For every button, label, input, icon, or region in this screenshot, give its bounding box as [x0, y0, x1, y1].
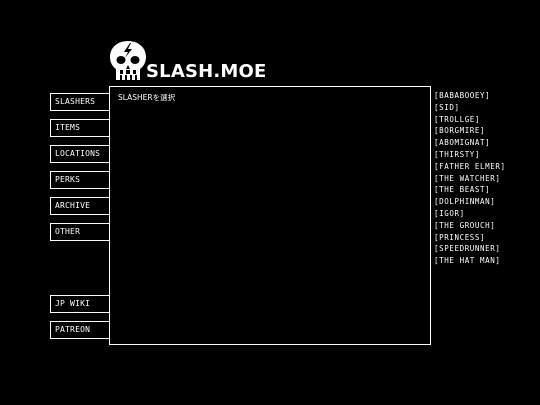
nav-item-slashers[interactable]: SLASHERS — [50, 93, 109, 111]
slasher-link[interactable]: [BABABOOEY] — [434, 91, 491, 100]
panel-title: SLASHERを選択 — [118, 93, 176, 102]
nav-item-archive[interactable]: ARCHIVE — [50, 197, 109, 215]
nav-item-items[interactable]: ITEMS — [50, 119, 109, 137]
slasher-link[interactable]: [THE BEAST] — [434, 185, 491, 195]
slasher-link[interactable]: [THIRSTY] — [434, 149, 481, 159]
slasher-link[interactable]: [THE GROUCH] — [434, 220, 496, 230]
slasher-link[interactable]: [IGOR] — [434, 208, 465, 218]
content-panel: SLASHERを選択 — [109, 86, 431, 345]
nav-item-perks[interactable]: PERKS — [50, 171, 109, 189]
slasher-link[interactable]: [SID] — [434, 102, 460, 112]
site-logo[interactable]: SLASH.MOE — [109, 40, 269, 84]
nav-item-jp-wiki[interactable]: JP WIKI — [50, 295, 109, 313]
slasher-link[interactable]: [DOLPHINMAN] — [434, 197, 496, 207]
skull-lightning-icon — [110, 41, 146, 80]
nav-item-patreon[interactable]: PATREON — [50, 321, 109, 339]
slasher-link[interactable]: [PRINCESS] — [434, 232, 486, 242]
slasher-link[interactable]: [FATHER ELMER] — [434, 161, 506, 171]
slasher-link[interactable]: [ABOMIGNAT] — [434, 138, 491, 148]
nav-item-locations[interactable]: LOCATIONS — [50, 145, 109, 163]
nav-item-other[interactable]: OTHER — [50, 223, 109, 241]
slasher-link[interactable]: [SPEEDRUNNER] — [434, 244, 501, 254]
slasher-link[interactable]: [THE WATCHER] — [434, 173, 501, 183]
slasher-list: [BABABOOEY] [SID] [TROLLGE] [BORGMIRE] [… — [434, 90, 506, 267]
slasher-link[interactable]: [BORGMIRE] — [434, 126, 486, 136]
slasher-link[interactable]: [THE HAT MAN] — [434, 256, 501, 266]
site-wordmark: SLASH.MOE — [146, 61, 267, 82]
slasher-link[interactable]: [TROLLGE] — [434, 114, 481, 124]
